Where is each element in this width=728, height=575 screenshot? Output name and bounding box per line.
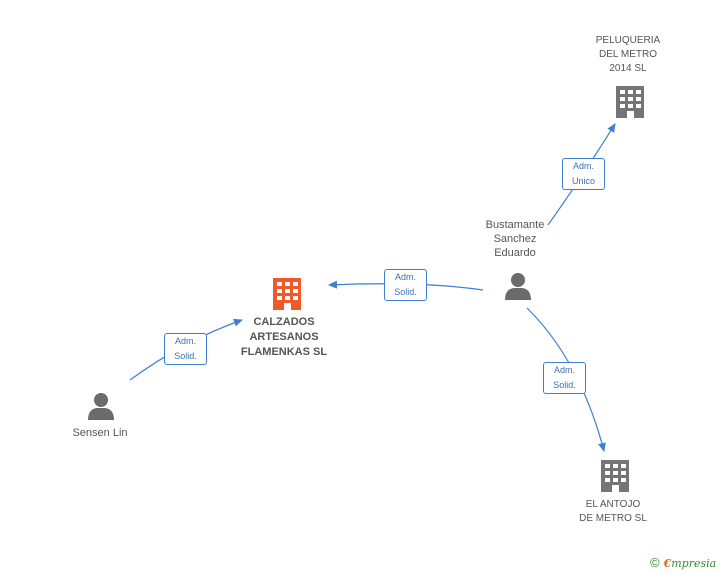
brand-initial: € <box>663 557 672 570</box>
node-label-antojo[interactable]: EL ANTOJO DE METRO SL <box>579 499 647 524</box>
person-icon[interactable] <box>88 393 114 420</box>
building-icon[interactable] <box>616 86 644 118</box>
empresia-watermark: ©€mpresia <box>650 555 716 573</box>
edge-label-bustamante-peluqueria: Adm. Unico <box>562 158 605 190</box>
edge-label-bustamante-antojo: Adm. Solid. <box>543 362 586 394</box>
node-label-peluqueria[interactable]: PELUQUERIA DEL METRO 2014 SL <box>595 35 661 74</box>
node-label-calzados[interactable]: CALZADOS ARTESANOS FLAMENKAS SL <box>240 316 328 358</box>
edge-label-sensen-calzados: Adm. Solid. <box>164 333 207 365</box>
edge-label-bustamante-calzados: Adm. Solid. <box>384 269 427 301</box>
copyright-symbol: © <box>650 555 660 570</box>
building-icon[interactable] <box>601 460 629 492</box>
brand-name: mpresia <box>671 557 717 570</box>
node-label-bustamante[interactable]: Bustamante Sanchez Eduardo <box>485 219 545 259</box>
person-icon[interactable] <box>505 273 531 300</box>
building-icon[interactable] <box>273 278 301 310</box>
node-label-sensen[interactable]: Sensen Lin <box>72 427 128 439</box>
